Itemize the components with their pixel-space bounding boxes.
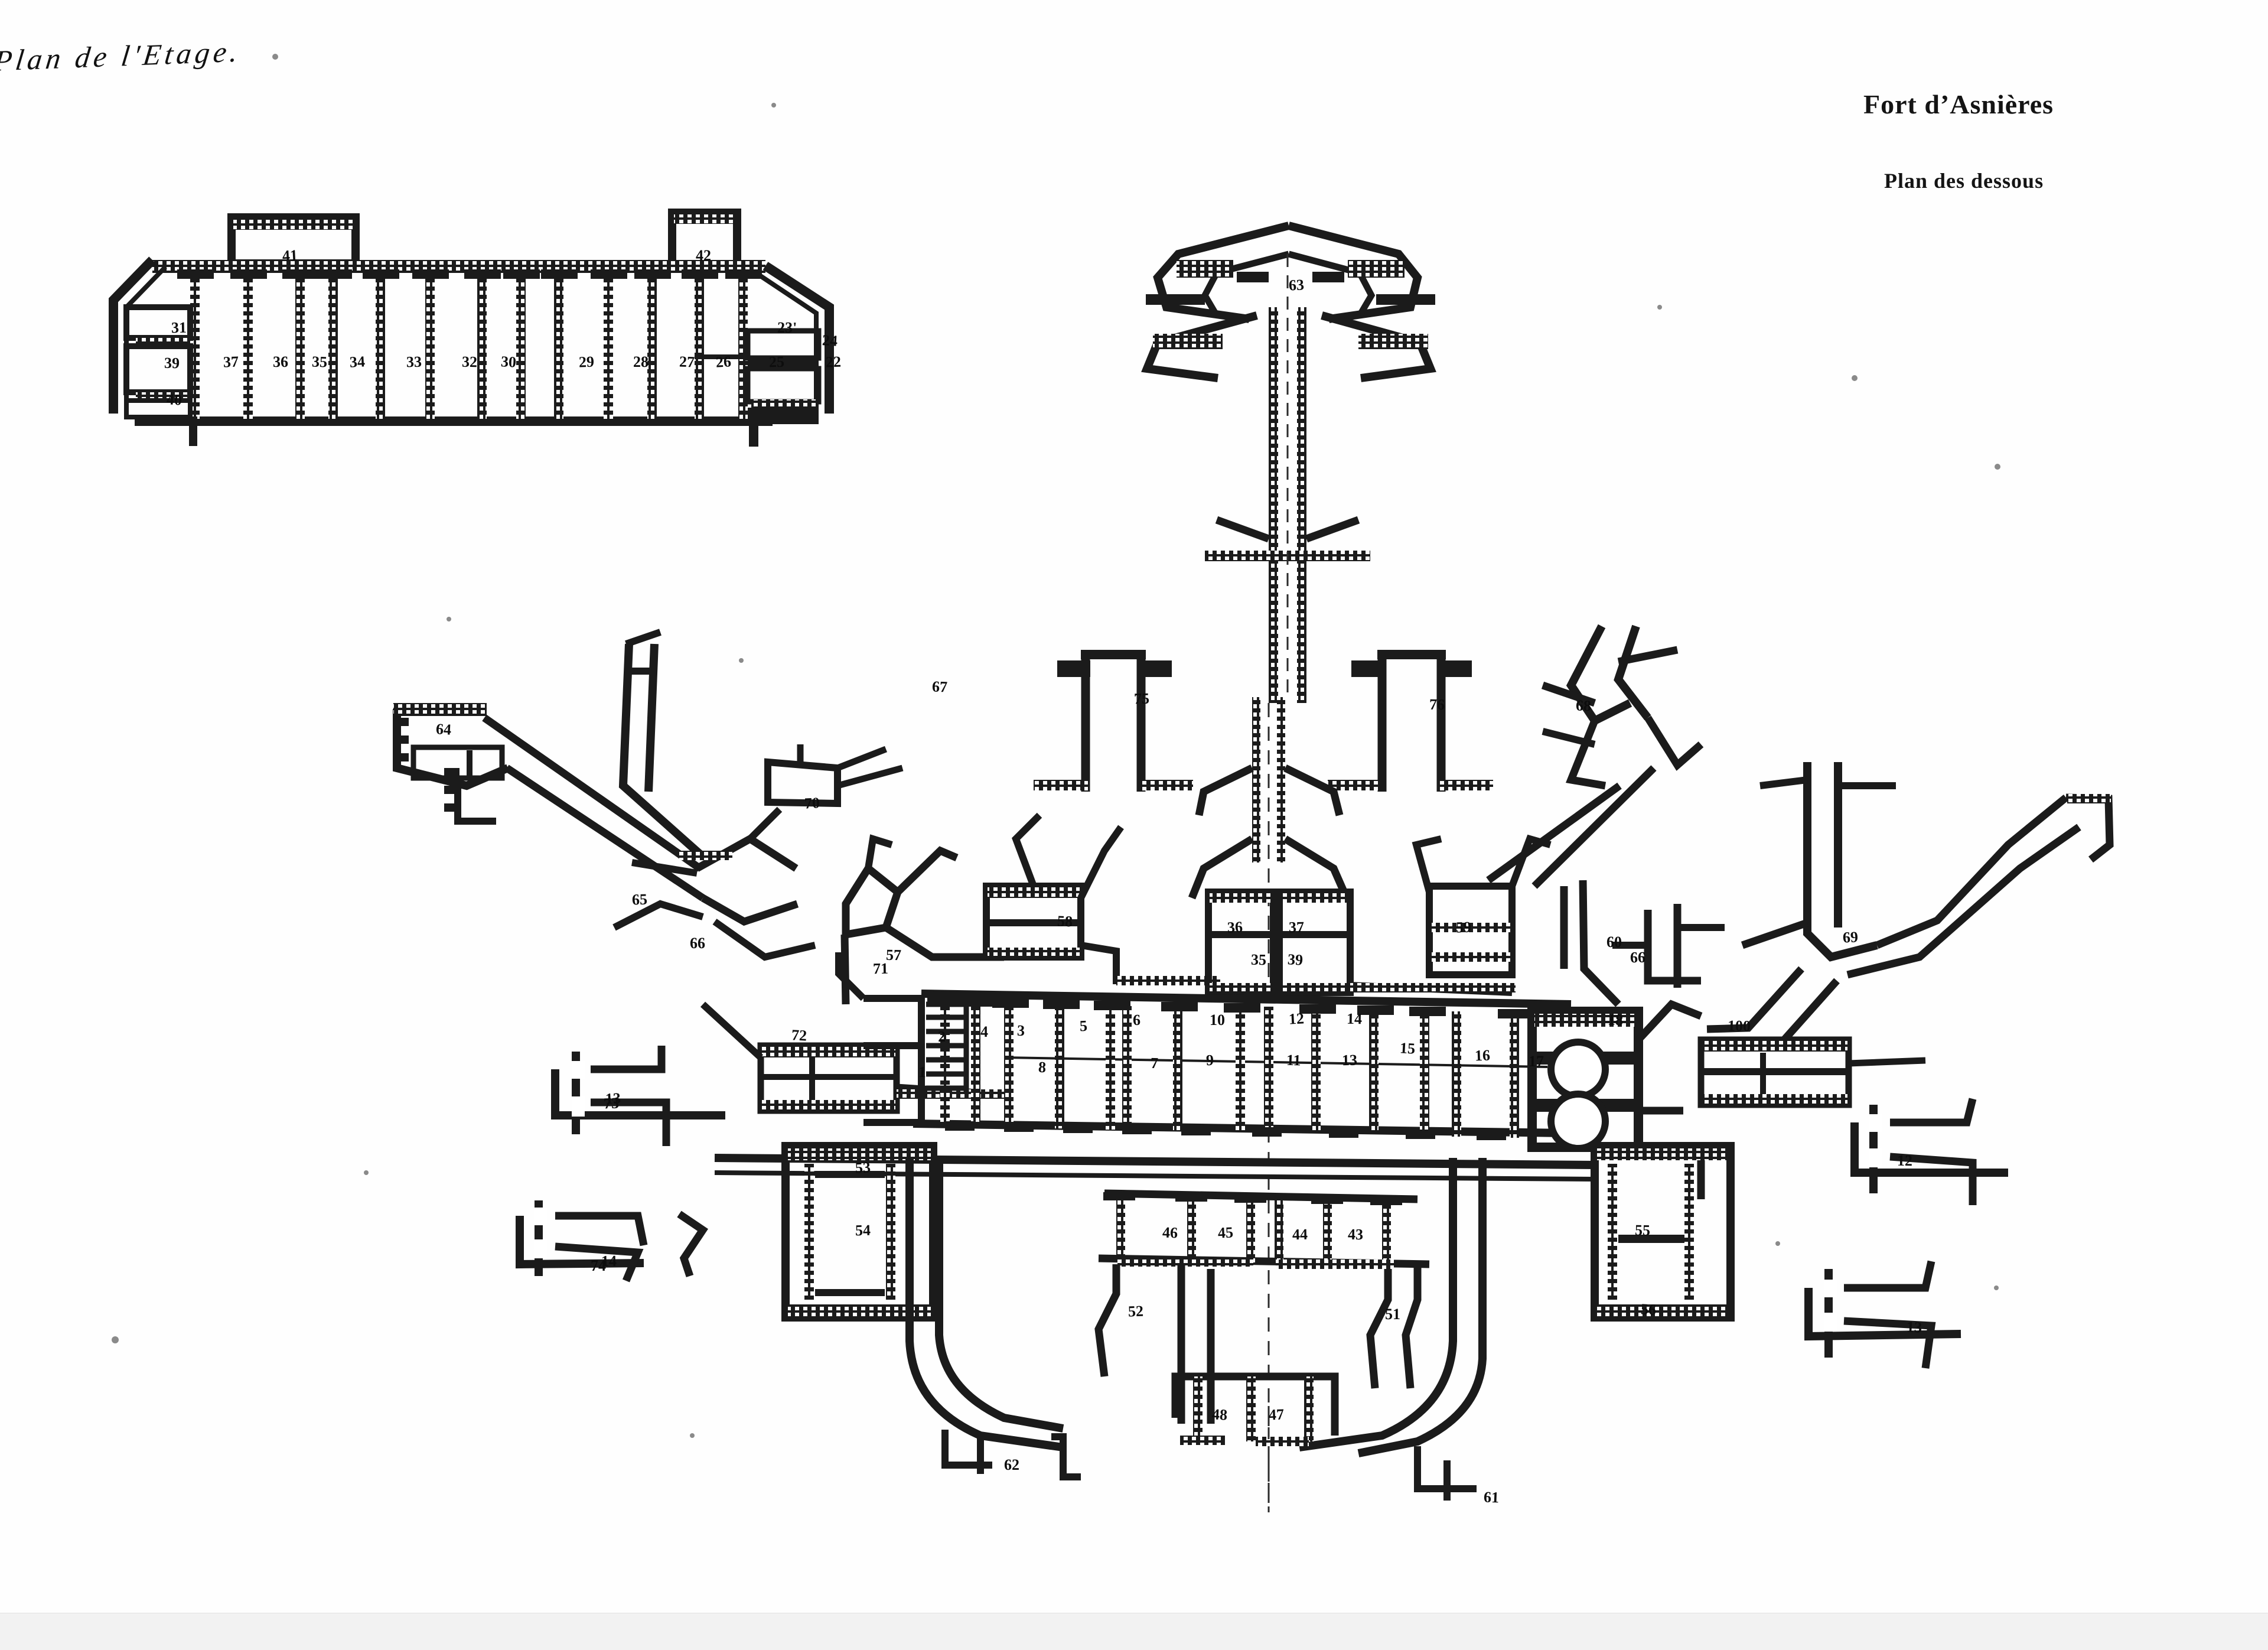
etage-room-label: 36 [273, 353, 288, 370]
etage-room-label: 31 [171, 318, 187, 337]
dessous-room-label: 46 [1162, 1223, 1178, 1242]
dessous-room-label: 64 [435, 720, 452, 738]
paper-surface [0, 0, 2268, 1613]
etage-room-label: 35 [311, 353, 328, 371]
page-title: Fort d’Asnières [1863, 89, 2054, 119]
dessous-room-label: 59 [1455, 918, 1472, 936]
etage-room-label: 39 [164, 354, 180, 372]
dessous-room-label: 44 [1292, 1225, 1308, 1244]
dessous-room-label: 61 [1483, 1488, 1500, 1506]
dessous-room-label: 17 [1529, 1053, 1544, 1070]
etage-room-label: 23' [777, 318, 797, 337]
dessous-room-label: 47 [1268, 1405, 1285, 1424]
dessous-room-label: 39 [1287, 951, 1304, 969]
dessous-room-label: 100 [1727, 1017, 1751, 1035]
dessous-room-label: 11 [1286, 1051, 1302, 1069]
dessous-room-label: 10 [1210, 1011, 1225, 1029]
etage-room-label: 34 [349, 353, 366, 371]
dessous-room-label: 69 [1842, 928, 1859, 946]
etage-room-label: 32 [461, 353, 478, 371]
dessous-room-label: 14 [1346, 1010, 1363, 1028]
dessous-room-label: 63 [1288, 276, 1305, 294]
dessous-room-label: 66 [690, 935, 705, 952]
dessous-room-label: 70 [804, 794, 820, 812]
etage-room-label: 24 [822, 331, 838, 350]
dessous-room-label: 37 [1288, 918, 1305, 936]
dessous-room-label: 15 [1399, 1039, 1416, 1057]
dessous-room-label: 68 [1575, 697, 1592, 715]
dessous-room-label: 76 [1429, 695, 1445, 714]
dessous-room-label: 3 [1016, 1021, 1025, 1040]
etage-room-label: 28 [633, 353, 649, 370]
dessous-room-label: 35 [1250, 951, 1267, 969]
dessous-room-label: 51 [1385, 1306, 1400, 1323]
dessous-room-label: 16 [1474, 1046, 1491, 1065]
dessous-room-label: 72 [791, 1026, 807, 1044]
etage-room-label: 26 [715, 353, 732, 371]
dessous-room-label: 36 [1227, 918, 1243, 936]
etage-room-label: 22 [825, 353, 842, 371]
dessous-room-label: 65 [631, 890, 648, 909]
dessous-room-label: 2 [937, 1027, 946, 1046]
dessous-room-label: 62 [1004, 1456, 1019, 1473]
dessous-room-label: 57 [885, 946, 902, 964]
dessous-room-label: 7 [1150, 1054, 1159, 1072]
etage-room-label: 30 [500, 353, 517, 371]
dessous-room-label: 8 [1038, 1058, 1047, 1076]
etage-room-label: 33 [406, 353, 422, 371]
page-subtitle: Plan des dessous [1884, 169, 2044, 193]
dessous-room-label: 75 [1133, 689, 1150, 708]
dessous-room-label: 43 [1347, 1225, 1364, 1244]
etage-room-label: 40 [166, 390, 183, 409]
dessous-room-label: 14 [601, 1252, 617, 1270]
dessous-room-label: 60 [1606, 933, 1622, 951]
dessous-room-label: 52 [1128, 1302, 1144, 1320]
etage-room-label: 29 [578, 353, 595, 371]
dessous-room-label: 56 [1640, 1300, 1657, 1319]
etage-room-label: 42 [696, 247, 711, 264]
dessous-room-label: 4 [980, 1023, 988, 1040]
etage-room-label: 27 [679, 353, 695, 371]
etage-room-label: 37 [223, 353, 239, 371]
dessous-room-label: 13 [1341, 1051, 1358, 1069]
dessous-room-label: 18 [1607, 1011, 1624, 1029]
dessous-room-label: 13 [1906, 1318, 1922, 1336]
dessous-room-label: 6 [1132, 1011, 1141, 1029]
dessous-room-label: 54 [855, 1221, 871, 1239]
dessous-room-label: 13 [605, 1089, 621, 1108]
dessous-room-label: 1 [918, 1063, 927, 1081]
dessous-room-label: 55 [1634, 1221, 1651, 1239]
dessous-room-label: 45 [1217, 1223, 1234, 1242]
dessous-room-label: 12 [1896, 1151, 1913, 1170]
dessous-room-label: 66 [1630, 948, 1646, 966]
etage-room-label: 25 [768, 353, 785, 371]
dessous-room-label: 12 [1288, 1010, 1305, 1028]
dessous-room-label: 5 [1079, 1017, 1088, 1035]
dessous-room-label: 67 [931, 678, 948, 696]
dessous-room-label: 74 [591, 1257, 606, 1274]
dessous-room-label: 58 [1057, 912, 1073, 930]
etage-room-label: 41 [282, 246, 298, 265]
dessous-room-label: 53 [855, 1158, 871, 1177]
dessous-room-label: 48 [1211, 1405, 1228, 1424]
scan-edge-band [0, 1613, 2268, 1650]
dessous-room-label: 9 [1205, 1051, 1214, 1069]
